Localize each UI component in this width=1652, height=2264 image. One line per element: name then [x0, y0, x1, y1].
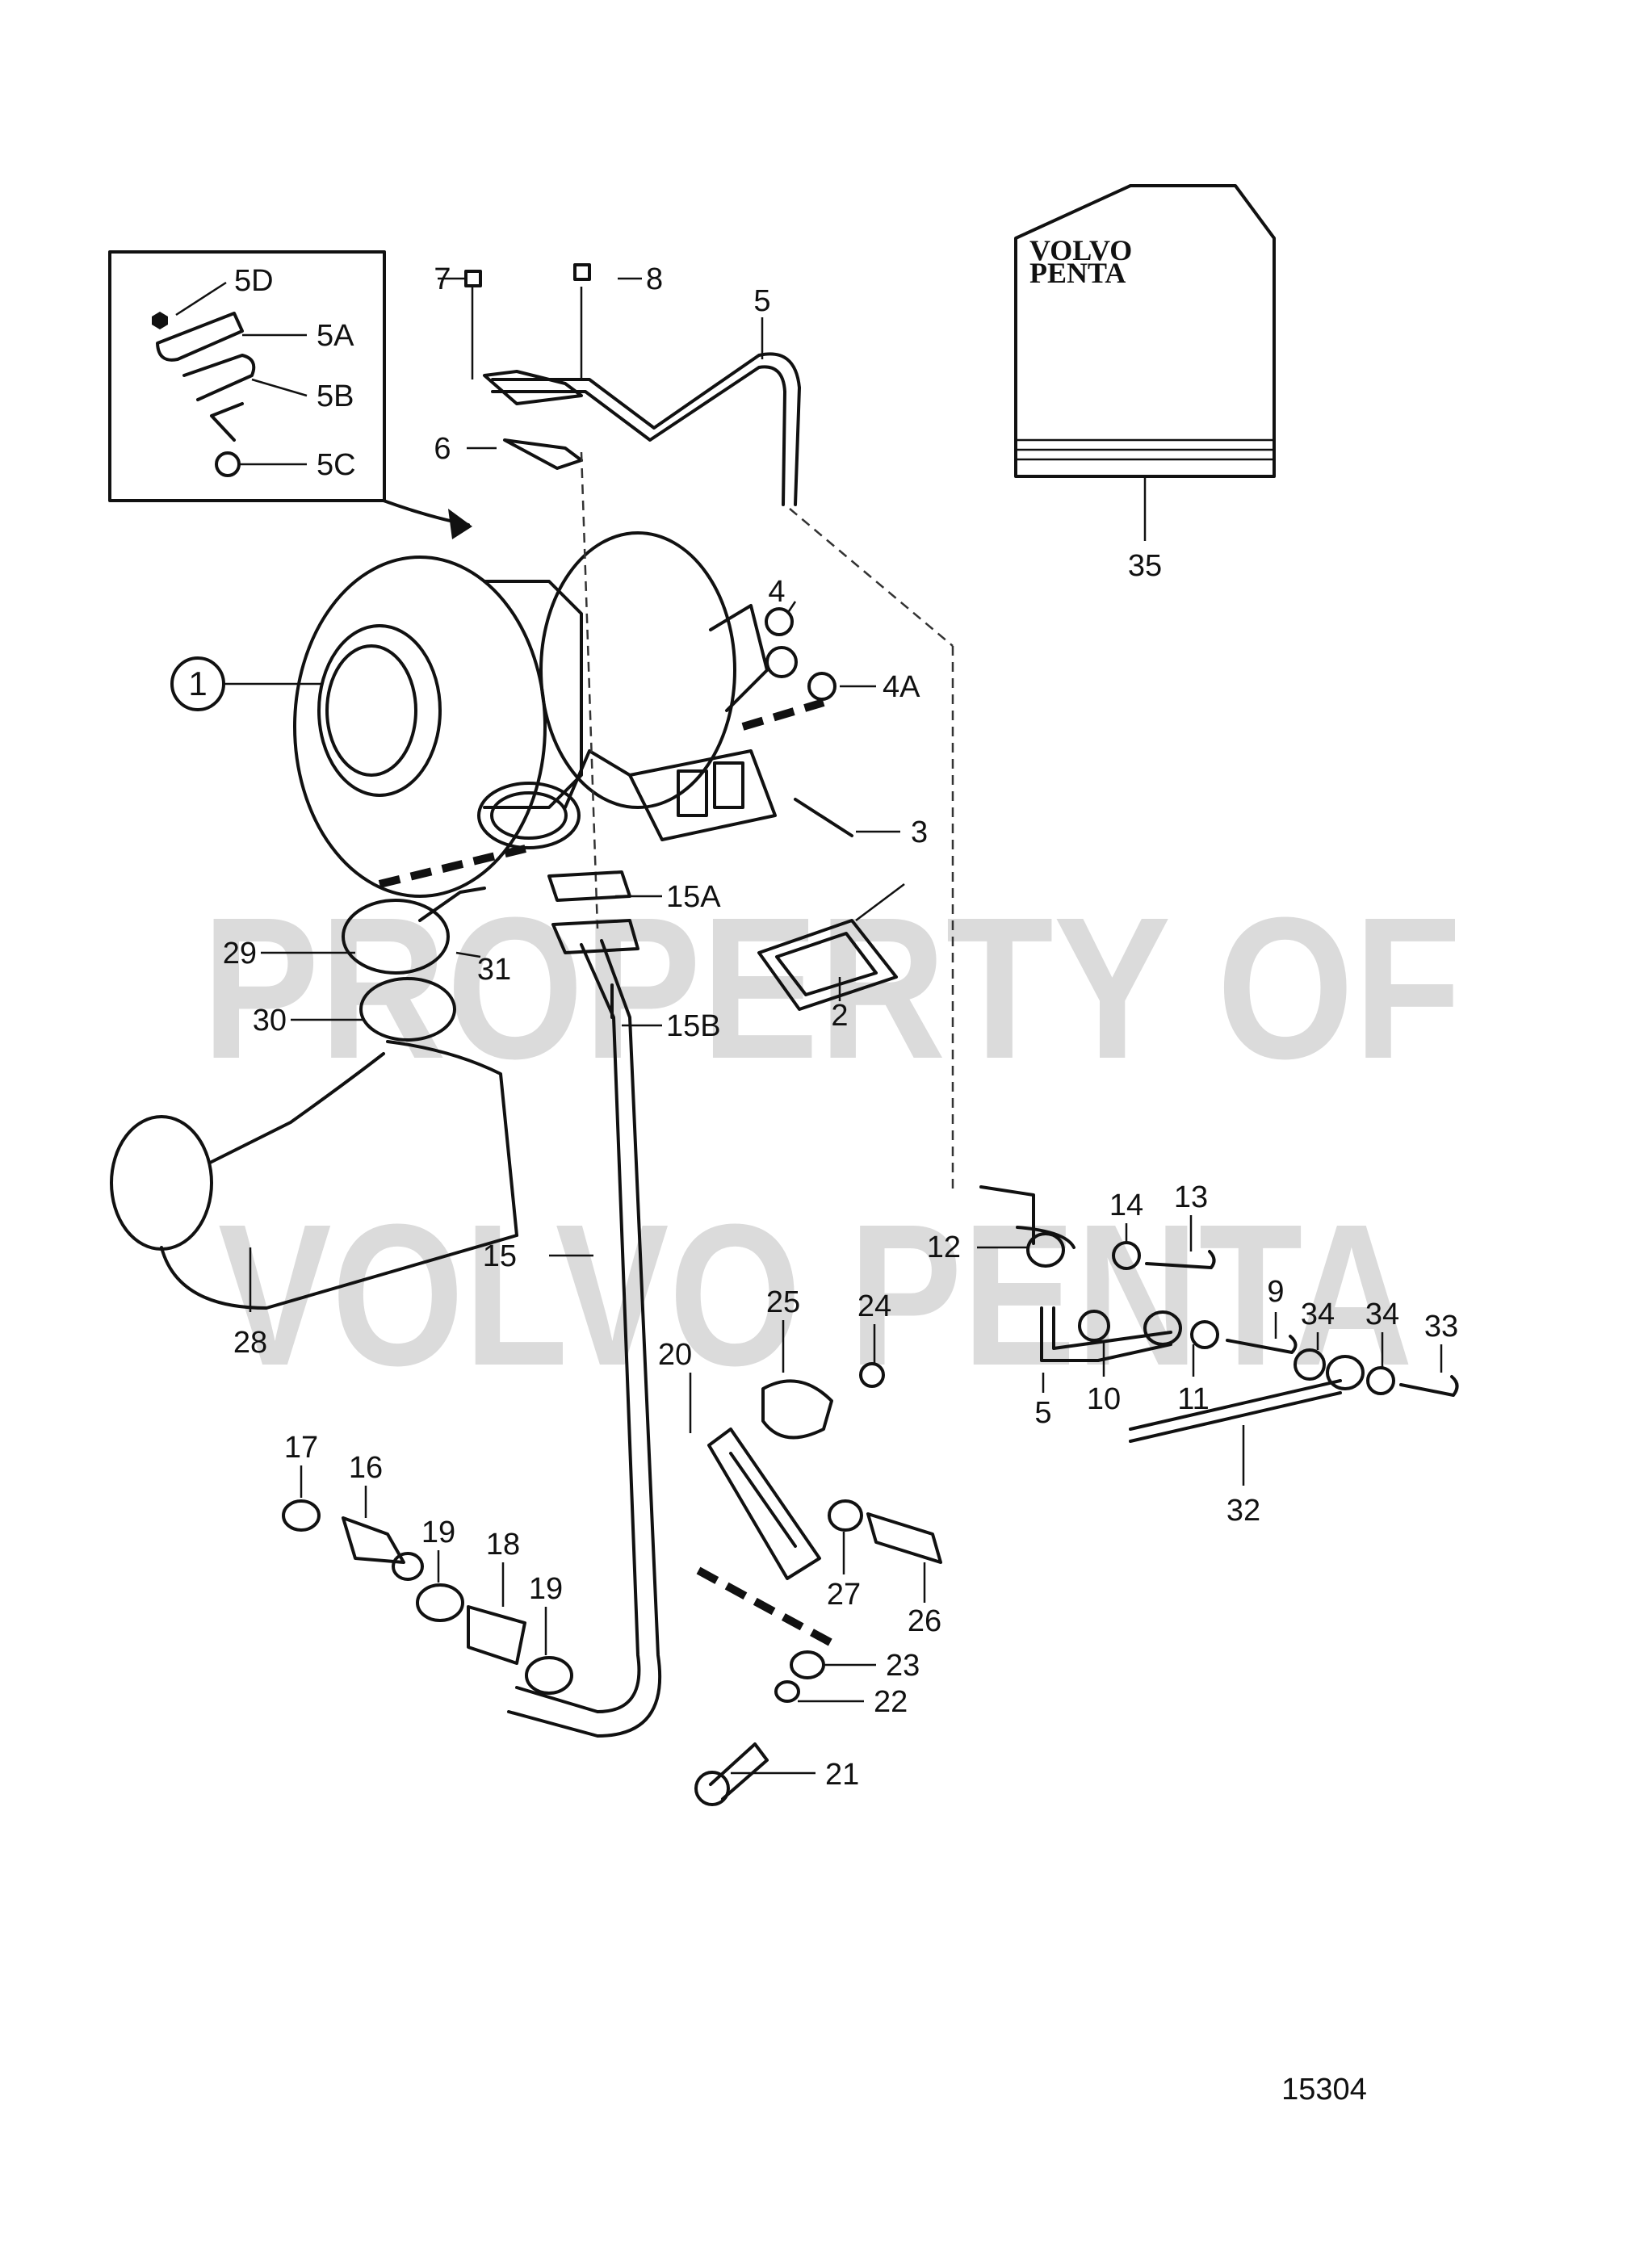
callout-18: 18 — [486, 1528, 520, 1562]
callout-4: 4 — [768, 575, 785, 609]
watermark: PROPERTY OF VOLVO PENTA — [202, 875, 1461, 1407]
callout-labels: 1 2 3 4 4A 5 5A 5B 5C 5D 5 6 7 8 9 10 11… — [188, 262, 1458, 1792]
callout-14: 14 — [1109, 1189, 1143, 1222]
lower-oil-line-fittings — [979, 1185, 1459, 1443]
callout-2: 2 — [831, 999, 848, 1033]
callout-28: 28 — [233, 1326, 267, 1360]
oil-return-pipe-part-15 — [507, 870, 662, 1738]
callout-3: 3 — [911, 815, 928, 849]
callout-8: 8 — [646, 262, 663, 296]
callout-34-right: 34 — [1365, 1298, 1399, 1331]
callout-29: 29 — [223, 937, 257, 971]
callout-15b: 15B — [666, 1009, 721, 1043]
callout-10: 10 — [1087, 1382, 1121, 1416]
callout-20: 20 — [658, 1338, 692, 1372]
callout-6: 6 — [434, 432, 451, 466]
oil-pipe-part-5 — [438, 263, 954, 1195]
right-side-leaders — [977, 1215, 1443, 1486]
callout-5-top: 5 — [753, 284, 770, 318]
nipple-and-hose-parts — [282, 1465, 573, 1695]
callout-23: 23 — [886, 1649, 920, 1683]
callout-35: 35 — [1128, 549, 1162, 583]
callout-26: 26 — [908, 1604, 941, 1638]
callout-5b: 5B — [317, 379, 354, 413]
callout-4a: 4A — [883, 670, 920, 704]
callout-25: 25 — [766, 1285, 800, 1319]
callout-22: 22 — [874, 1685, 908, 1719]
callout-21: 21 — [825, 1758, 859, 1792]
callout-19-right: 19 — [529, 1572, 563, 1606]
callout-16: 16 — [349, 1451, 383, 1485]
clamp-detail-inset — [108, 250, 472, 539]
callout-5d: 5D — [234, 264, 274, 298]
callout-34-left: 34 — [1301, 1298, 1335, 1331]
callout-11: 11 — [1177, 1382, 1209, 1416]
volvo-penta-logo-line-1: VOLVO — [1029, 234, 1132, 266]
callout-19-left: 19 — [421, 1516, 455, 1549]
callout-31: 31 — [477, 953, 511, 987]
callout-24: 24 — [857, 1289, 891, 1323]
callout-13: 13 — [1174, 1180, 1208, 1214]
watermark-line-2: VOLVO PENTA — [218, 1182, 1413, 1407]
callout-33: 33 — [1424, 1310, 1458, 1344]
drawing-number: 15304 — [1281, 2073, 1367, 2107]
callout-1: 1 — [188, 665, 207, 702]
callout-5a: 5A — [317, 319, 354, 353]
callout-9: 9 — [1267, 1275, 1284, 1309]
callout-5-lower: 5 — [1034, 1396, 1051, 1430]
callout-12: 12 — [927, 1231, 961, 1264]
callout-15: 15 — [483, 1239, 517, 1273]
callout-17: 17 — [284, 1431, 318, 1465]
callout-5c: 5C — [317, 448, 356, 482]
callout-7: 7 — [434, 262, 451, 296]
volvo-penta-logo-line-2: PENTA — [1029, 257, 1126, 289]
instruction-book-part-35: VOLVO PENTA — [1014, 184, 1276, 541]
bracket-and-fastener-parts — [689, 1320, 942, 1806]
callout-27: 27 — [827, 1578, 861, 1612]
intake-hose-part-28 — [110, 844, 530, 1312]
gasket-and-stud-parts — [741, 601, 905, 1011]
callout-30: 30 — [253, 1004, 287, 1038]
callout-15a: 15A — [666, 880, 721, 914]
callout-32: 32 — [1226, 1494, 1260, 1528]
turbocharger-part-1 — [293, 531, 798, 898]
